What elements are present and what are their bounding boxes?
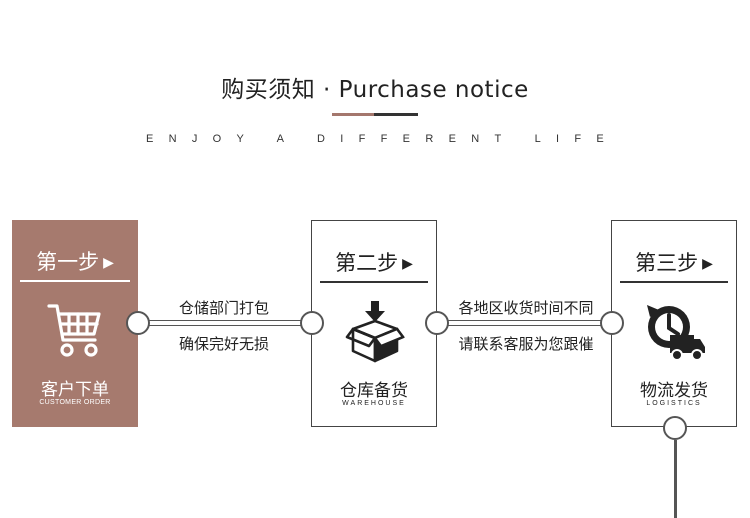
connector-1-2 <box>138 320 312 326</box>
step-card-3: 第三步▶ 物流发货 LOGISTICS <box>611 220 737 427</box>
triangle-right-icon: ▶ <box>103 255 114 271</box>
package-box-icon <box>345 301 405 363</box>
delivery-truck-clock-icon <box>647 305 705 361</box>
shopping-cart-icon <box>47 304 101 357</box>
note-intact: 确保完好无损 <box>178 335 269 353</box>
triangle-right-icon: ▶ <box>702 256 713 272</box>
triangle-right-icon: ▶ <box>402 256 413 272</box>
step-label-1: 第一步▶ <box>12 246 138 276</box>
title-underline-accent <box>332 113 374 116</box>
step-name-2: 仓库备货 <box>340 381 408 401</box>
step-label-text: 第一步 <box>36 250 100 274</box>
step-card-1: 第一步▶ 客户下单 CUSTOMER ORDER <box>12 220 138 427</box>
continuation-line <box>674 440 677 518</box>
step-divider <box>20 280 130 282</box>
connector-node <box>300 311 324 335</box>
step-divider <box>320 281 428 283</box>
note-delivery-time: 各地区收货时间不同 <box>458 299 594 317</box>
step-label-text: 第三步 <box>635 251 699 275</box>
connector-node <box>600 311 624 335</box>
page-subtitle: ENJOY A DIFFERENT LIFE <box>145 133 620 145</box>
step-name-1: 客户下单 <box>41 380 109 400</box>
step-divider <box>620 281 728 283</box>
step-en-2: WAREHOUSE <box>342 400 406 407</box>
connector-node <box>425 311 449 335</box>
step-label-text: 第二步 <box>335 251 399 275</box>
title-underline-dark <box>374 113 418 116</box>
step-en-3: LOGISTICS <box>646 400 702 407</box>
step-name-3: 物流发货 <box>640 381 708 401</box>
connector-2-3 <box>437 320 612 326</box>
note-packing: 仓储部门打包 <box>178 299 269 317</box>
step-en-1: CUSTOMER ORDER <box>39 399 111 406</box>
step-label-3: 第三步▶ <box>612 247 736 277</box>
step-card-2: 第二步▶ 仓库备货 WAREHOUSE <box>311 220 437 427</box>
connector-node <box>663 416 687 440</box>
page-title: 购买须知 · Purchase notice <box>221 77 529 103</box>
step-label-2: 第二步▶ <box>312 247 436 277</box>
note-contact-service: 请联系客服为您跟催 <box>458 335 594 353</box>
connector-node <box>126 311 150 335</box>
